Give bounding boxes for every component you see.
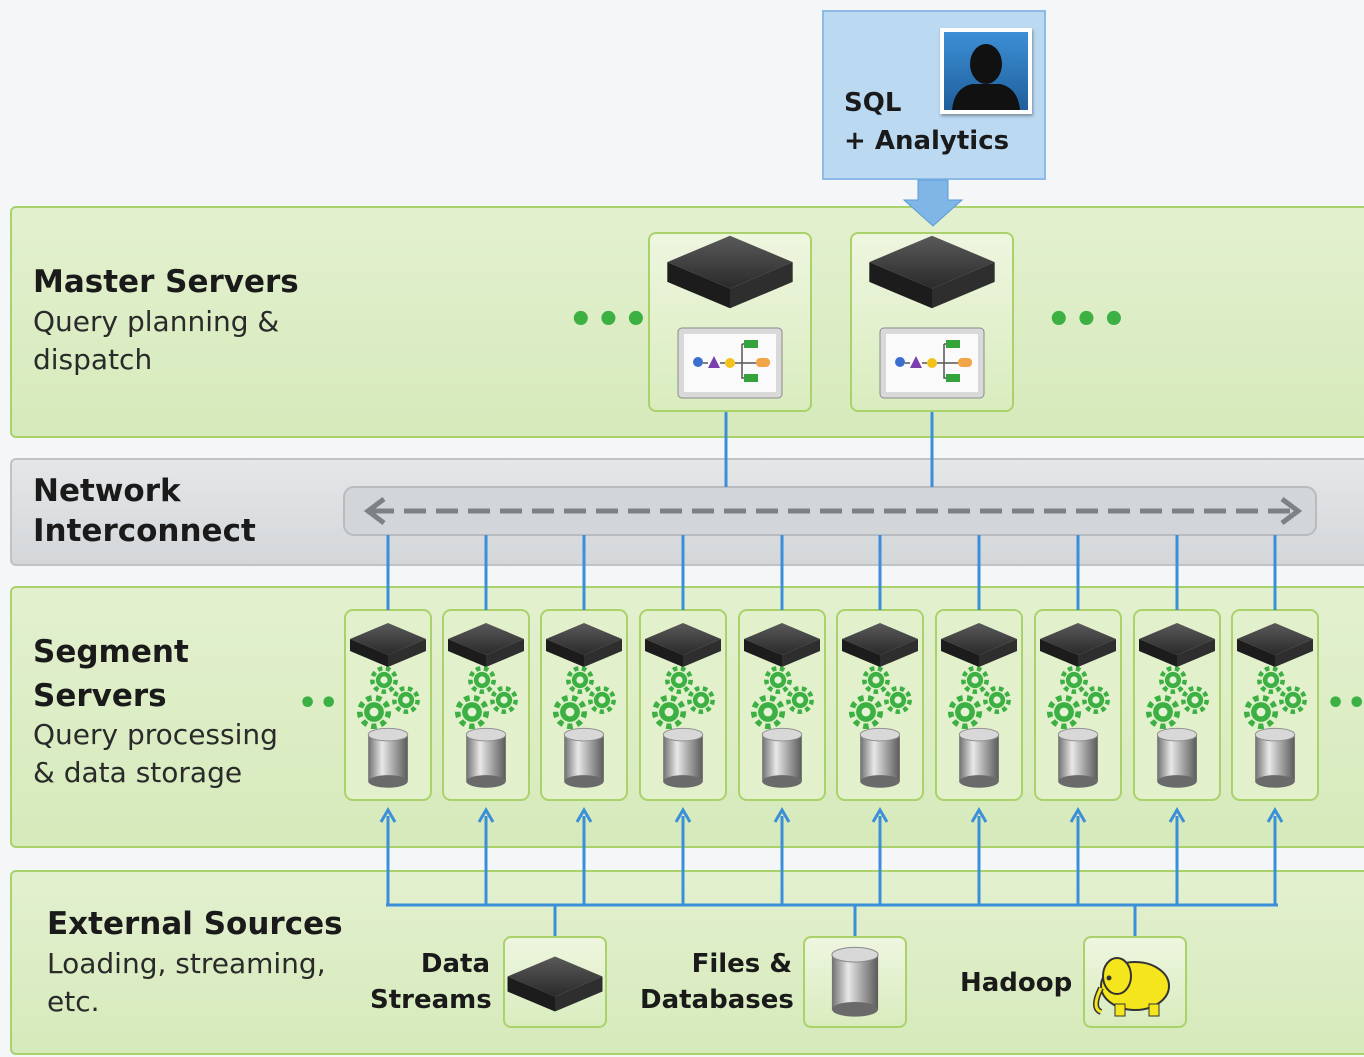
source-label-hadoop: Hadoop	[960, 968, 1073, 998]
analytics-line: + Analytics	[844, 126, 1010, 156]
master-server-icon-1	[667, 235, 793, 309]
user-avatar	[940, 28, 1032, 114]
source-label-files: Files &	[691, 949, 792, 979]
ingest-arrow-icon-1	[379, 807, 397, 823]
segment-database-icon-9	[1156, 727, 1198, 789]
interconnect-arrow-left-icon	[363, 497, 386, 525]
network-title-line1: Network	[33, 473, 181, 509]
segment-title-line2: Servers	[33, 678, 167, 714]
source-label-streams: Streams	[370, 985, 492, 1015]
master-servers-subtitle-line1: Query planning &	[33, 305, 280, 338]
segment-database-icon-6	[859, 727, 901, 789]
elephant-trunk-fill	[1094, 987, 1103, 1014]
segment-subtitle-line2: & data storage	[33, 756, 243, 789]
elephant-leg-1	[1114, 1003, 1126, 1017]
user-silhouette-icon	[944, 32, 1028, 110]
segment-database-icon-3	[563, 727, 605, 789]
segment-database-icon-2	[465, 727, 507, 789]
segment-subtitle-line1: Query processing	[33, 718, 278, 751]
master-servers-title: Master Servers	[33, 264, 299, 300]
elephant-leg-2	[1148, 1003, 1160, 1017]
ingest-arrow-icon-9	[1168, 807, 1186, 823]
segment-title-line1: Segment	[33, 634, 189, 670]
source-label-data: Data	[420, 949, 490, 979]
elephant-ear	[1102, 957, 1132, 995]
segment-database-icon-5	[761, 727, 803, 789]
segment-database-icon-1	[367, 727, 409, 789]
interconnect-arrow-right-icon	[1280, 497, 1303, 525]
segment-database-icon-7	[958, 727, 1000, 789]
segment-database-icon-4	[662, 727, 704, 789]
network-title-line2: Interconnect	[33, 513, 256, 549]
segment-database-icon-8	[1057, 727, 1099, 789]
query-arrow-icon	[902, 179, 964, 227]
external-title: External Sources	[47, 906, 343, 942]
query-plan-icon-2	[879, 327, 985, 399]
ingest-arrow-icon-5	[773, 807, 791, 823]
data-streams-icon	[507, 956, 603, 1012]
elephant-eye	[1106, 975, 1112, 981]
ingest-arrow-icon-10	[1266, 807, 1284, 823]
ingest-arrow-icon-3	[575, 807, 593, 823]
files-databases-icon	[831, 946, 879, 1018]
ingest-arrow-icon-2	[477, 807, 495, 823]
query-plan-icon-1	[677, 327, 783, 399]
external-subtitle-line1: Loading, streaming,	[47, 947, 326, 980]
ingest-arrow-icon-6	[871, 807, 889, 823]
ingest-arrow-icon-8	[1069, 807, 1087, 823]
master-server-icon-2	[869, 235, 995, 309]
ingest-arrow-icon-4	[674, 807, 692, 823]
source-label-databases: Databases	[640, 985, 794, 1015]
sql-analytics-card: SQL + Analytics	[822, 10, 1046, 180]
segment-ellipsis-right: •••	[1326, 686, 1364, 721]
hadoop-elephant-icon	[1093, 957, 1170, 1017]
master-servers-subtitle-line2: dispatch	[33, 343, 153, 376]
segment-database-icon-10	[1254, 727, 1296, 789]
sql-line: SQL	[844, 88, 902, 118]
ingest-arrow-icon-7	[970, 807, 988, 823]
external-subtitle-line2: etc.	[47, 985, 100, 1018]
